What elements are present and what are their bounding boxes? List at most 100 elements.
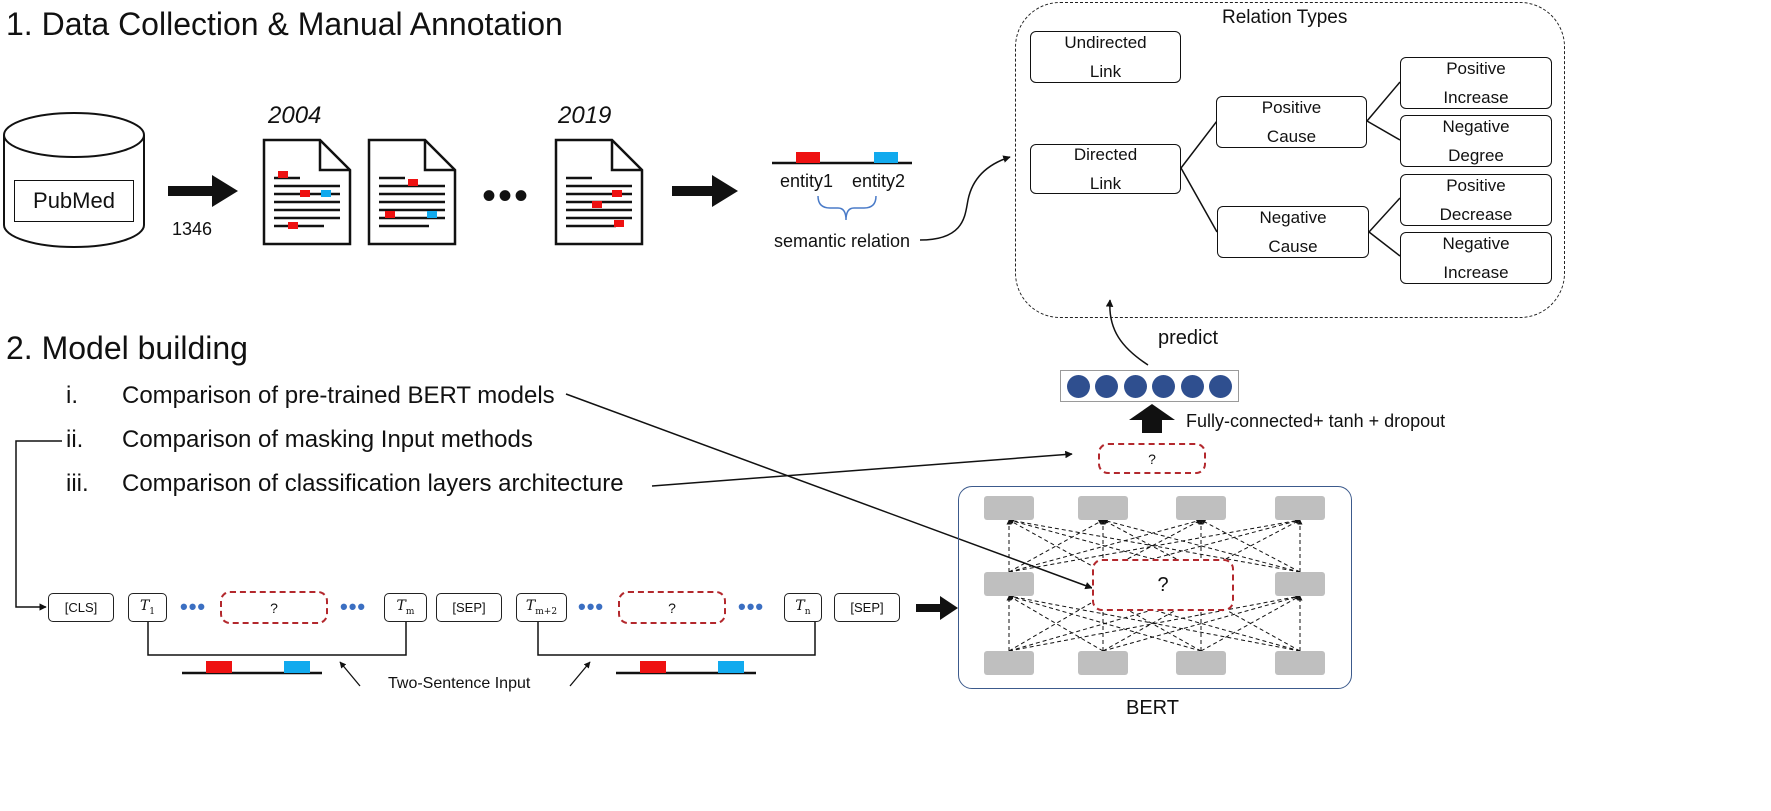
ellipsis-icon: ••• (482, 174, 531, 218)
document-fold (423, 140, 455, 172)
token-tm-sub: m (405, 606, 415, 617)
bert-node (1176, 496, 1226, 520)
annotation-arrow (672, 175, 738, 207)
token-tn: Tn (784, 593, 822, 622)
entity1-mark (300, 190, 310, 197)
fc-up-arrow (1129, 404, 1175, 433)
bert-edge (1008, 594, 1202, 652)
relation-types-frame (1015, 2, 1565, 318)
bert-edge (1200, 519, 1301, 573)
pubmed-count: 1346 (172, 219, 213, 239)
entity1-label: entity1 (780, 171, 834, 191)
token-tm2: Tm+2 (516, 593, 567, 622)
predict-arrow (1105, 299, 1149, 366)
bert-edge (1102, 518, 1301, 573)
bert-edge (1008, 518, 1301, 573)
bert-label: BERT (1126, 697, 1179, 719)
classification-head-mask: ? (1098, 443, 1206, 474)
bert-edge (1102, 519, 1202, 573)
collection-arrow (168, 175, 238, 207)
relation-to-types-arrow (919, 155, 1011, 241)
year-end: 2019 (558, 102, 612, 129)
output-node-icon (1180, 374, 1204, 398)
entity2-mark (427, 211, 437, 218)
bert-model-box (958, 486, 1352, 689)
document-icons (262, 138, 644, 246)
bert-edge (1102, 519, 1202, 573)
bert-node (1275, 496, 1325, 520)
positive-cause-label: Positive Cause (1261, 98, 1322, 146)
token-sep-2: [SEP] (834, 593, 900, 622)
semantic-relation-label: semantic relation (774, 231, 911, 251)
sentence-brackets (147, 621, 816, 656)
undirected-link-label: Undirected Link (1064, 33, 1147, 81)
token-sep-1: [SEP] (436, 593, 502, 622)
bert-mask-token: ? (1092, 559, 1234, 611)
negative-increase-label: Negative Increase (1442, 234, 1510, 282)
entity1-mark (288, 222, 298, 229)
bert-node (984, 496, 1034, 520)
relation-tree-edges (1180, 81, 1401, 257)
relation-types-title: Relation Types (1222, 7, 1348, 28)
ellipsis-icon: ••• (340, 594, 367, 619)
comparison-1-text: Comparison of pre-trained BERT models (122, 382, 555, 409)
ellipsis-icon: ••• (180, 594, 207, 619)
masked-entity-1: ? (220, 591, 328, 624)
negative-degree-label: Negative Degree (1442, 117, 1510, 165)
bert-edge (1200, 519, 1301, 573)
bert-node (984, 651, 1034, 675)
classification-to-head-arrow (651, 450, 1073, 487)
input-to-bert-arrow (916, 596, 958, 620)
entity1-mark (592, 201, 602, 208)
negative-increase-box: Negative Increase (1400, 232, 1552, 284)
entity-sentence (772, 152, 912, 165)
bert-node (984, 572, 1034, 596)
fc-layer-label: Fully-connected+ tanh + dropout (1186, 411, 1446, 431)
positive-decrease-box: Positive Decrease (1400, 174, 1552, 226)
entity1-mark (278, 171, 288, 178)
pretrained-to-bert-arrow (565, 393, 1093, 590)
input-label-arrows (339, 661, 591, 687)
comparison-2-text: Comparison of masking Input methods (122, 426, 533, 453)
entity1-mark (612, 190, 622, 197)
bert-node (1176, 651, 1226, 675)
positive-decrease-label: Positive Decrease (1439, 176, 1513, 224)
output-node-icon (1152, 374, 1176, 398)
token-tm: Tm (384, 593, 427, 622)
document-fold (610, 140, 642, 172)
output-node-icon (1095, 374, 1119, 398)
negative-cause-label: Negative Cause (1259, 208, 1327, 256)
bert-edge (1008, 519, 1104, 573)
pubmed-label: PubMed (14, 180, 134, 222)
masking-to-cls-connector (15, 440, 62, 611)
masked-entity-2: ? (618, 591, 726, 624)
comparison-1-num: i. (66, 382, 78, 409)
bert-node (1078, 496, 1128, 520)
bert-edge (1008, 519, 1104, 573)
directed-link-label: Directed Link (1073, 145, 1138, 193)
positive-cause-box: Positive Cause (1216, 96, 1367, 148)
section1-title: 1. Data Collection & Manual Annotation (6, 6, 563, 42)
document-icon (554, 138, 644, 246)
negative-cause-box: Negative Cause (1217, 206, 1369, 258)
predict-label: predict (1158, 327, 1219, 349)
bert-node (1275, 651, 1325, 675)
bert-node (1275, 572, 1325, 596)
token-tm2-sub: m+2 (535, 606, 558, 617)
comparison-3-num: iii. (66, 470, 89, 497)
token-t1-sub: 1 (149, 606, 156, 617)
output-vector (1060, 370, 1239, 402)
bert-edge (1008, 518, 1202, 573)
relation-brace (817, 195, 877, 221)
document-fold (318, 140, 350, 172)
token-cls: [CLS] (48, 593, 114, 622)
two-sentence-input-label: Two-Sentence Input (388, 675, 531, 692)
positive-increase-label: Positive Increase (1443, 59, 1509, 107)
entity1-marker (796, 152, 820, 163)
token-tn-sub: n (804, 606, 811, 617)
negative-degree-box: Negative Degree (1400, 115, 1552, 167)
positive-increase-box: Positive Increase (1400, 57, 1552, 109)
comparison-3-text: Comparison of classification layers arch… (122, 470, 624, 497)
section2-title: 2. Model building (6, 330, 248, 366)
undirected-link-box: Undirected Link (1030, 31, 1181, 83)
